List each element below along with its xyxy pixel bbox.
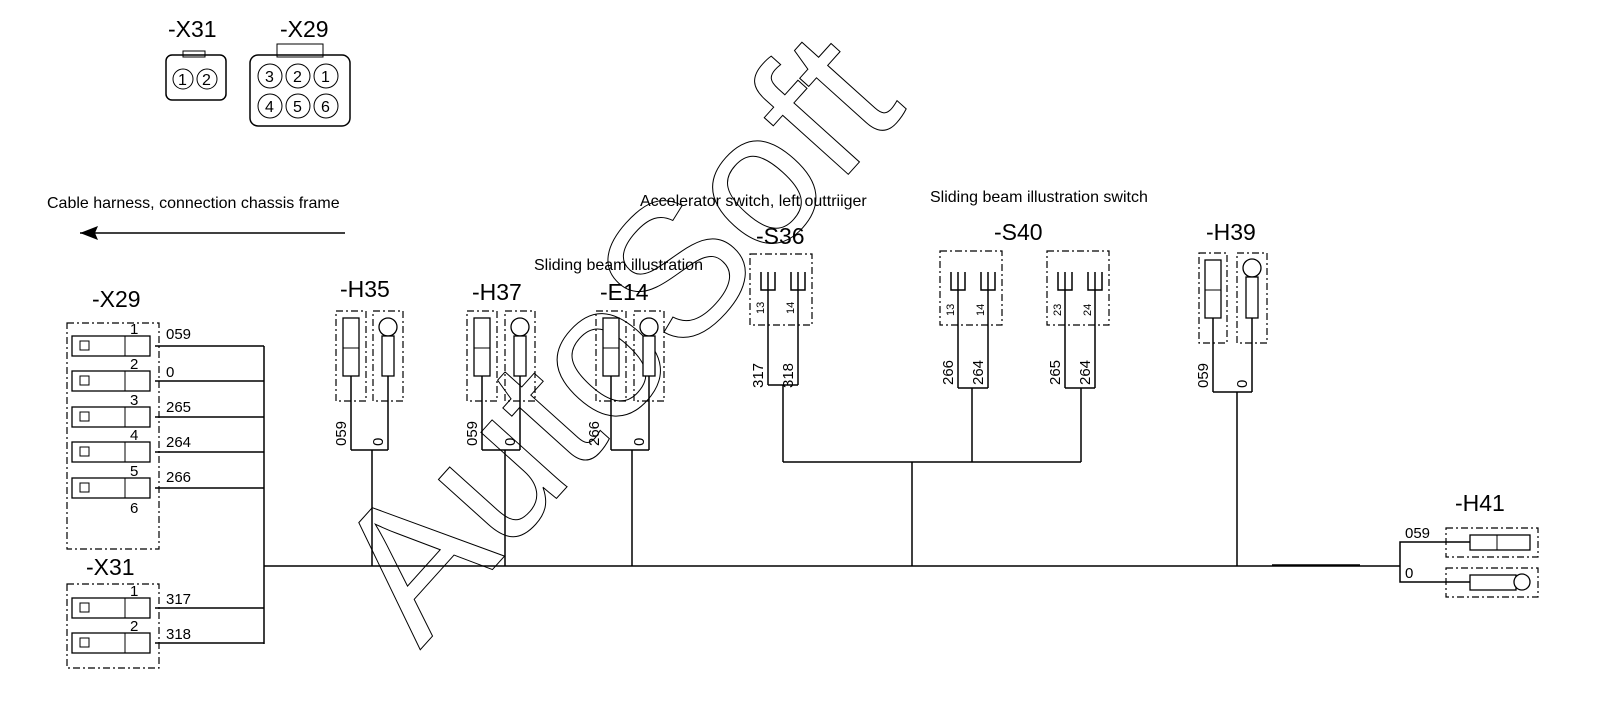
s40-wire-label: 264 <box>970 360 987 385</box>
x31-title: -X31 <box>86 554 135 580</box>
x29-wire-label: 059 <box>166 326 191 343</box>
h41-wire-label: 0 <box>1405 565 1413 582</box>
x31-wire-label: 317 <box>166 591 191 608</box>
legend-x29: -X29 3 2 1 4 5 6 <box>249 16 351 127</box>
s36-title: -S36 <box>756 223 805 249</box>
legend-x31-pin: 1 <box>178 72 187 89</box>
wiring-bus <box>155 345 1400 644</box>
legend-x29-pin: 6 <box>321 99 330 116</box>
x29-wire-label: 266 <box>166 469 191 486</box>
legend-x29-pin: 1 <box>321 69 330 86</box>
s36-terminal: 14 <box>785 302 797 314</box>
s40-terminal: 13 <box>945 304 957 316</box>
h35-wire-label: 059 <box>333 421 350 446</box>
h39-title: -H39 <box>1206 219 1256 245</box>
h35-title: -H35 <box>340 276 390 302</box>
x29-wire-label: 0 <box>166 364 174 381</box>
x31-pin-number: 2 <box>130 618 138 635</box>
legend-x31-title: -X31 <box>168 16 217 42</box>
lamp-h35: -H35 059 0 <box>333 276 404 451</box>
x31-pin-number: 1 <box>130 583 138 600</box>
caption-sliding: Sliding beam illustration <box>534 257 703 274</box>
s36-wire-label: 317 <box>750 363 767 388</box>
h39-wire-label: 0 <box>1234 380 1251 388</box>
x29-pin-number: 6 <box>130 500 138 517</box>
h41-title: -H41 <box>1455 490 1505 516</box>
h35-wire-label: 0 <box>370 438 387 446</box>
caption-sliding-switch: Sliding beam illustration switch <box>930 189 1148 206</box>
s40-title: -S40 <box>994 219 1043 245</box>
legend-x29-pin: 5 <box>293 99 302 116</box>
x29-wire-label: 264 <box>166 434 191 451</box>
x29-pin-number: 3 <box>130 392 138 409</box>
legend-x31: -X31 1 2 <box>165 16 227 101</box>
s40-terminal: 14 <box>975 304 987 316</box>
h37-wire-label: 059 <box>464 421 481 446</box>
h41-wire-label: 059 <box>1405 525 1430 542</box>
legend-x29-pin: 3 <box>265 69 274 86</box>
legend-x29-pin: 2 <box>293 69 302 86</box>
h37-wire-label: 0 <box>502 438 519 446</box>
legend-x29-pin: 4 <box>265 99 274 116</box>
s36-wire-label: 318 <box>780 363 797 388</box>
x29-pin-number: 5 <box>130 463 138 480</box>
connector-x29: -X29 1 2 3 4 5 6 059 0 265 264 266 <box>66 286 191 550</box>
s40-wire-label: 266 <box>940 360 957 385</box>
x29-wire-label: 265 <box>166 399 191 416</box>
lamp-e14: -E14 266 0 <box>586 279 665 451</box>
s36-terminal: 13 <box>755 302 767 314</box>
harness-arrow <box>80 226 345 240</box>
lamp-h41: -H41 059 0 <box>1399 490 1539 598</box>
connector-x31: -X31 1 2 317 318 <box>66 554 191 669</box>
lamp-h37: -H37 059 0 <box>464 279 536 451</box>
h37-title: -H37 <box>472 279 522 305</box>
lamp-h39: -H39 059 0 <box>1195 219 1268 393</box>
s40-terminal: 24 <box>1082 304 1094 316</box>
x31-wire-label: 318 <box>166 626 191 643</box>
s40-terminal: 23 <box>1052 304 1064 316</box>
legend-x31-pin: 2 <box>202 72 211 89</box>
x29-title: -X29 <box>92 286 141 312</box>
switch-s36: -S36 13 14 317 318 <box>749 223 813 388</box>
caption-harness: Cable harness, connection chassis frame <box>47 195 340 212</box>
x29-pin-number: 2 <box>130 356 138 373</box>
e14-wire-label: 0 <box>631 438 648 446</box>
x29-pin-number: 4 <box>130 427 138 444</box>
x29-pin-number: 1 <box>130 321 138 338</box>
s40-wire-label: 265 <box>1047 360 1064 385</box>
h39-wire-label: 059 <box>1195 363 1212 388</box>
switch-s40: -S40 13 14 23 24 266 264 265 264 <box>939 219 1110 389</box>
e14-title: -E14 <box>600 279 649 305</box>
e14-wire-label: 266 <box>586 421 603 446</box>
caption-accelerator: Accelerator switch, left outtriiger <box>640 193 867 210</box>
s40-wire-label: 264 <box>1077 360 1094 385</box>
legend-x29-title: -X29 <box>280 16 329 42</box>
